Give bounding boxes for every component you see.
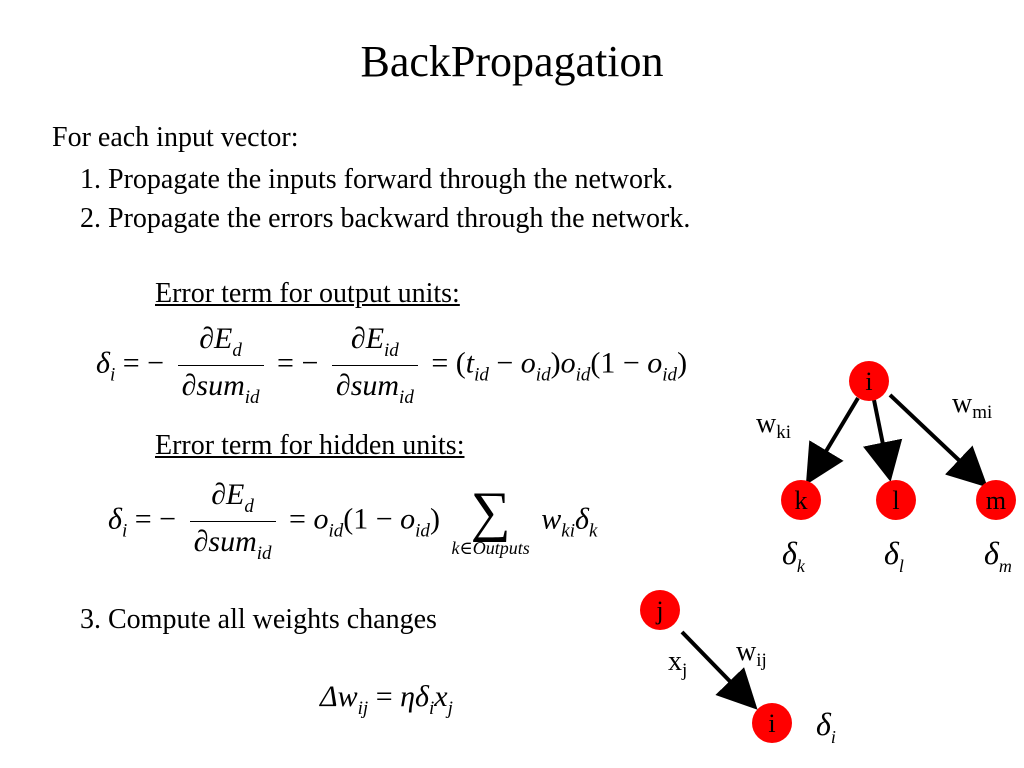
delta-m: δm: [984, 535, 1012, 576]
edge-i-k: [805, 396, 860, 485]
delta-l: δl: [884, 535, 904, 576]
slide-title: BackPropagation: [360, 37, 664, 86]
svg-text:k: k: [795, 486, 808, 515]
input-label-xj: xj: [668, 646, 687, 681]
summation: ∑ k∈Outputs: [451, 481, 530, 558]
svg-text:j: j: [655, 596, 663, 625]
weight-label-wmi: wmi: [952, 388, 992, 423]
delta-k: δk: [782, 535, 806, 576]
fraction-dEid-dsum: ∂Eid ∂sumid: [331, 322, 418, 409]
step-1: 1. Propagate the inputs forward through …: [80, 164, 674, 195]
fraction-dEd-dsum: ∂Ed ∂sumid: [177, 322, 264, 409]
weight-label-wki: wki: [756, 408, 791, 443]
hidden-units-heading: Error term for hidden units:: [155, 430, 465, 461]
weight-label-wij: wij: [736, 636, 767, 671]
node-k: k: [781, 480, 821, 520]
svg-text:l: l: [892, 486, 899, 515]
edge-i-m: [888, 393, 988, 488]
node-l: l: [876, 480, 916, 520]
edge-i-l: [863, 399, 903, 482]
weight-update-equation: Δwij = ηδixj: [320, 680, 453, 719]
node-m: m: [976, 480, 1016, 520]
output-units-heading: Error term for output units:: [155, 278, 460, 309]
svg-text:i: i: [768, 709, 775, 738]
edge-j-i: [680, 630, 758, 710]
step-3: 3. Compute all weights changes: [80, 604, 437, 635]
step-2: 2. Propagate the errors backward through…: [80, 203, 691, 234]
node-i-bottom: i: [752, 703, 792, 743]
delta-i: δi: [816, 706, 836, 747]
output-error-equation: δi = − ∂Ed ∂sumid = − ∂Eid ∂sumid = (tid…: [96, 322, 688, 409]
fraction-hidden: ∂Ed ∂sumid: [189, 478, 276, 565]
hidden-error-equation: δi = − ∂Ed ∂sumid = oid(1 − oid) ∑ k∈Out…: [108, 478, 598, 565]
intro-text: For each input vector:: [52, 122, 299, 153]
svg-text:m: m: [986, 486, 1006, 515]
svg-text:i: i: [865, 367, 872, 396]
node-i-top: i: [849, 361, 889, 401]
node-j: j: [640, 590, 680, 630]
